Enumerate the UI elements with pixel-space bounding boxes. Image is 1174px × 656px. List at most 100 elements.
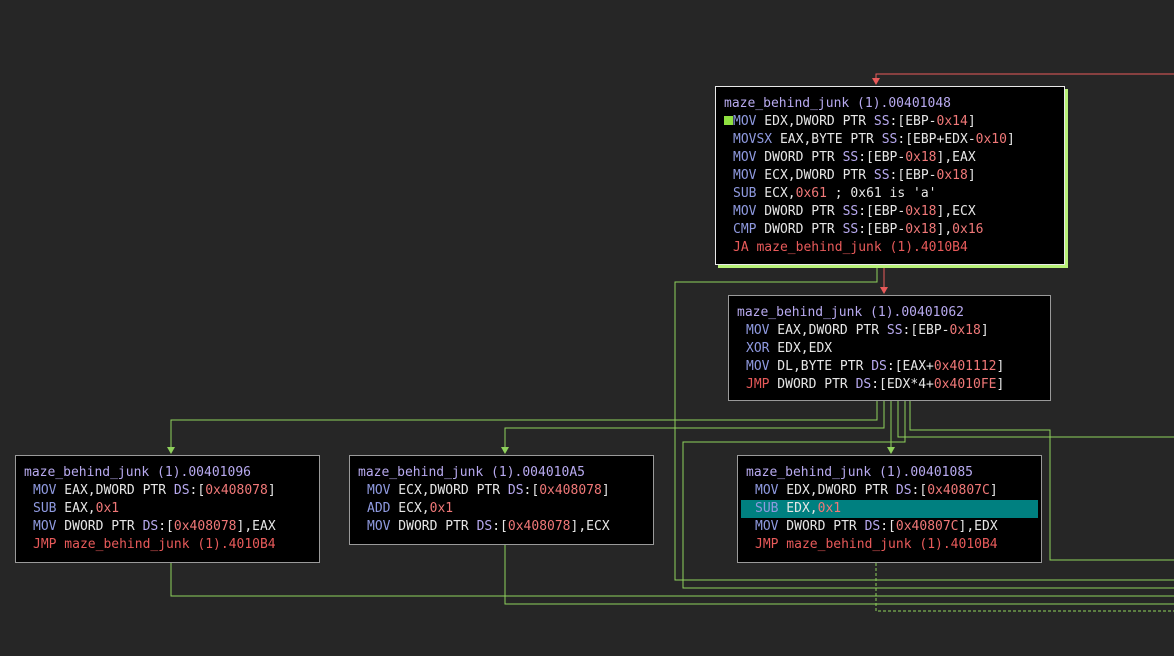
- token-n: 0x18: [905, 222, 937, 237]
- instruction-line[interactable]: JA maze_behind_junk (1).4010B4: [716, 239, 1064, 257]
- token-t: maze_behind_junk (1).4010B4: [748, 240, 968, 255]
- block-address-label[interactable]: maze_behind_junk (1).00401096: [24, 465, 251, 480]
- token-n: 0x14: [936, 114, 968, 129]
- token-o: DWORD PTR: [778, 519, 865, 534]
- token-seg: SS: [842, 204, 859, 219]
- token-seg: DS: [476, 519, 493, 534]
- token-n: 0x18: [949, 323, 981, 338]
- instruction-line[interactable]: SUB EAX,0x1: [16, 500, 319, 518]
- token-n: 0x1: [95, 501, 120, 516]
- instruction-line[interactable]: ADD ECX,0x1: [350, 500, 653, 518]
- token-o: ECX,DWORD PTR: [756, 168, 874, 183]
- token-m: MOV: [746, 359, 770, 374]
- instruction-line[interactable]: JMP maze_behind_junk (1).4010B4: [16, 536, 319, 554]
- token-m: MOV: [733, 114, 757, 129]
- token-o: ; 0x61 is 'a': [826, 186, 937, 201]
- token-o: ],EDX: [958, 519, 998, 534]
- instruction-line[interactable]: XOR EDX,EDX: [729, 340, 1050, 358]
- instruction-line[interactable]: MOV ECX,DWORD PTR DS:[0x408078]: [350, 482, 653, 500]
- token-o: :[: [911, 483, 928, 498]
- token-o: :[: [492, 519, 508, 534]
- token-mj: JMP: [746, 377, 770, 392]
- token-seg: DS: [855, 377, 872, 392]
- token-o: ]: [1006, 132, 1015, 147]
- token-n: 0x18: [905, 150, 937, 165]
- token-n: 0x18: [936, 168, 968, 183]
- token-o: :[: [523, 483, 540, 498]
- token-o: EAX,BYTE PTR: [772, 132, 882, 147]
- token-o: DL,BYTE PTR: [769, 359, 872, 374]
- token-m: SUB: [33, 501, 57, 516]
- token-seg: SS: [886, 323, 903, 338]
- instruction-line[interactable]: CMP DWORD PTR SS:[EBP-0x18],0x16: [716, 221, 1064, 239]
- token-m: MOVSX: [733, 132, 773, 147]
- token-seg: SS: [842, 222, 859, 237]
- instruction-line[interactable]: MOV DL,BYTE PTR DS:[EAX+0x401112]: [729, 358, 1050, 376]
- instruction-line[interactable]: SUB ECX,0x61 ; 0x61 is 'a': [716, 185, 1064, 203]
- instruction-line[interactable]: MOV DWORD PTR DS:[0x408078],ECX: [350, 518, 653, 536]
- instruction-line[interactable]: MOV DWORD PTR DS:[0x40807C],EDX: [738, 518, 1041, 536]
- instruction-line[interactable]: MOV ECX,DWORD PTR SS:[EBP-0x18]: [716, 167, 1064, 185]
- token-m: SUB: [733, 186, 757, 201]
- token-n: 0x16: [952, 222, 984, 237]
- token-seg: SS: [873, 114, 890, 129]
- block-address-label[interactable]: maze_behind_junk (1).00401062: [737, 305, 964, 320]
- token-seg: DS: [871, 359, 887, 374]
- token-o: DWORD PTR: [756, 150, 843, 165]
- token-o: :[EBP-: [858, 150, 906, 165]
- token-t: maze_behind_junk (1).4010B4: [56, 537, 276, 552]
- token-m: MOV: [367, 519, 391, 534]
- token-n: 0x1: [817, 501, 842, 516]
- token-m: MOV: [733, 150, 757, 165]
- token-n: 0x408078: [507, 519, 571, 534]
- instruction-line[interactable]: MOV EAX,DWORD PTR DS:[0x408078]: [16, 482, 319, 500]
- token-m: MOV: [755, 483, 779, 498]
- token-o: EDX,DWORD PTR: [756, 114, 874, 129]
- token-n: 0x40807C: [927, 483, 990, 498]
- token-o: :[EAX+: [886, 359, 934, 374]
- token-n: 0x40807C: [895, 519, 959, 534]
- instruction-line-selected[interactable]: SUB EDX,0x1: [741, 500, 1038, 518]
- token-n: 0x4010FE: [933, 377, 997, 392]
- token-o: :[EBP-: [858, 204, 906, 219]
- block-address-label[interactable]: maze_behind_junk (1).004010A5: [358, 465, 585, 480]
- instruction-line[interactable]: MOV DWORD PTR SS:[EBP-0x18],EAX: [716, 149, 1064, 167]
- token-seg: DS: [895, 483, 912, 498]
- instruction-line[interactable]: MOV DWORD PTR SS:[EBP-0x18],ECX: [716, 203, 1064, 221]
- token-m: MOV: [33, 519, 57, 534]
- token-mj: JMP: [33, 537, 57, 552]
- token-seg: DS: [507, 483, 524, 498]
- edge-incoming-red: [872, 73, 1174, 85]
- token-o: ],EAX: [936, 150, 976, 165]
- instruction-line[interactable]: MOV EAX,DWORD PTR SS:[EBP-0x18]: [729, 322, 1050, 340]
- token-n: 0x1: [429, 501, 454, 516]
- token-o: :[: [158, 519, 174, 534]
- instruction-line[interactable]: MOVSX EAX,BYTE PTR SS:[EBP+EDX-0x10]: [716, 131, 1064, 149]
- instruction-line[interactable]: MOV EDX,DWORD PTR DS:[0x40807C]: [738, 482, 1041, 500]
- token-m: MOV: [746, 323, 770, 338]
- breakpoint-marker-icon: [724, 116, 733, 125]
- token-n: 0x408078: [539, 483, 602, 498]
- token-o: ]: [601, 483, 610, 498]
- token-o: ]: [967, 168, 976, 183]
- token-m: MOV: [367, 483, 391, 498]
- token-o: ],: [936, 222, 953, 237]
- instruction-line[interactable]: MOV EDX,DWORD PTR SS:[EBP-0x14]: [716, 113, 1064, 131]
- instruction-line[interactable]: JMP DWORD PTR DS:[EDX*4+0x4010FE]: [729, 376, 1050, 394]
- token-o: :[: [189, 483, 206, 498]
- token-o: ]: [967, 114, 976, 129]
- block-address-label[interactable]: maze_behind_junk (1).00401048: [724, 96, 951, 111]
- token-o: EDX,EDX: [769, 341, 833, 356]
- block-address-label[interactable]: maze_behind_junk (1).00401085: [746, 465, 973, 480]
- token-o: :[EDX*4+: [871, 377, 934, 392]
- token-o: ]: [996, 359, 1005, 374]
- instruction-line[interactable]: JMP maze_behind_junk (1).4010B4: [738, 536, 1041, 554]
- token-o: DWORD PTR: [390, 519, 477, 534]
- instruction-line[interactable]: MOV DWORD PTR DS:[0x408078],EAX: [16, 518, 319, 536]
